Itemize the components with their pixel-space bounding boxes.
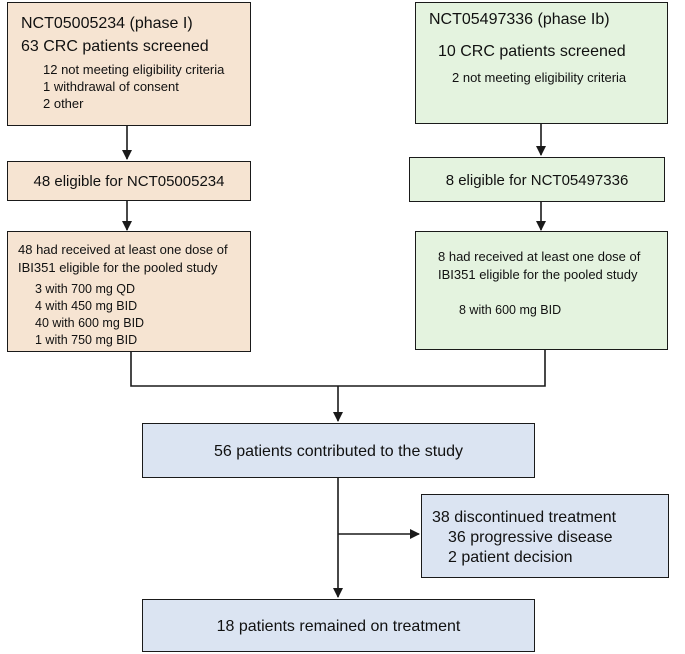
right-dosed-line: IBI351 eligible for the pooled study [438,267,638,282]
left-exclusion-item: 2 other [43,96,84,111]
left-dose-item: 40 with 600 mg BID [35,316,145,330]
right-dosed-line: 8 had received at least one dose of [438,249,641,264]
left-dose-item: 3 with 700 mg QD [35,282,136,296]
left-trial-title: NCT05005234 (phase I) [21,15,193,32]
right-dose-item: 8 with 600 mg BID [459,303,562,317]
remained-label: 18 patients remained on treatment [216,618,461,635]
right-trial-screening-box: NCT05497336 (phase Ib) 10 CRC patients s… [415,2,668,124]
pooled-study-label: 56 patients contributed to the study [213,443,464,460]
left-eligible-box: 48 eligible for NCT05005234 [7,161,251,201]
right-trial-screened: 10 CRC patients screened [438,43,626,60]
merge-line [130,350,546,387]
left-dose-item: 1 with 750 mg BID [35,333,138,347]
left-trial-screening-box: NCT05005234 (phase I) 63 CRC patients sc… [7,2,251,126]
left-exclusion-item: 12 not meeting eligibility criteria [43,62,225,77]
discontinued-box: 38 discontinued treatment 36 progressive… [421,494,669,578]
right-exclusion-item: 2 not meeting eligibility criteria [452,70,627,85]
left-trial-screened: 63 CRC patients screened [21,38,209,55]
right-dosed-box: 8 had received at least one dose of IBI3… [415,231,668,350]
left-exclusion-item: 1 withdrawal of consent [43,79,179,94]
left-dosed-box: 48 had received at least one dose of IBI… [7,231,251,352]
discontinued-reason: 2 patient decision [448,549,573,566]
pooled-study-box: 56 patients contributed to the study [142,423,535,478]
discontinued-reason: 36 progressive disease [448,529,613,546]
discontinued-title: 38 discontinued treatment [432,509,617,526]
left-dosed-line: 48 had received at least one dose of [18,242,228,257]
left-dose-item: 4 with 450 mg BID [35,299,138,313]
remained-box: 18 patients remained on treatment [142,599,535,652]
right-eligible-label: 8 eligible for NCT05497336 [445,172,629,189]
left-eligible-label: 48 eligible for NCT05005234 [33,173,225,190]
right-trial-title: NCT05497336 (phase Ib) [429,11,610,28]
right-eligible-box: 8 eligible for NCT05497336 [409,157,665,202]
left-dosed-line: IBI351 eligible for the pooled study [18,260,218,275]
